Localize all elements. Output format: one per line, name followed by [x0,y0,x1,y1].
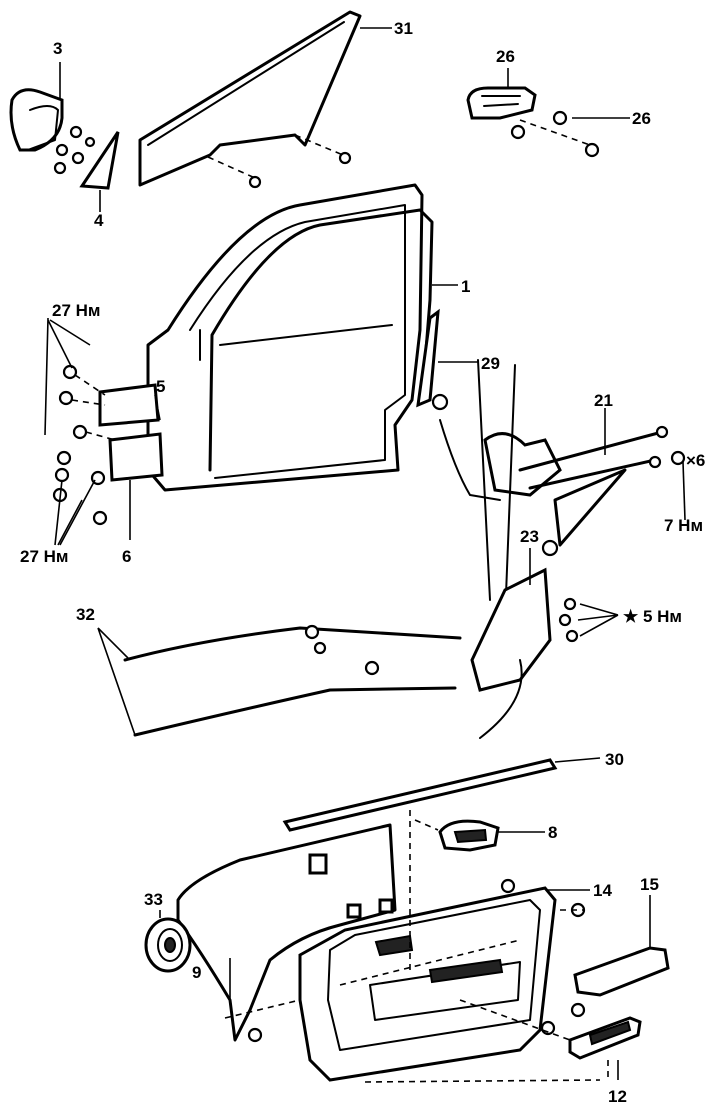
part-glass-run-channel [416,308,478,411]
callout-x6: ×6 [686,451,705,470]
callout-3: 3 [53,39,62,58]
part-door-trim-panel [176,810,590,1082]
part-inner-handle [414,819,545,894]
callout-7nm: 7 Нм [664,516,703,535]
part-door-frame [146,183,458,492]
callout-6: 6 [122,547,131,566]
callout-1: 1 [461,277,470,296]
callout-26-right: 26 [632,109,651,128]
callout-27nm-top: 27 Нм [52,301,101,320]
callout-27nm-bottom: 27 Нм [20,547,69,566]
part-side-mirror [9,62,96,175]
part-window-switch-panel [364,999,642,1083]
callout-star-5nm: ★ 5 Нм [623,607,682,626]
callout-31: 31 [394,19,413,38]
part-armrest [573,895,670,997]
callout-21: 21 [594,391,613,410]
callout-8: 8 [548,823,557,842]
callout-4: 4 [94,211,104,230]
callout-30: 30 [605,750,624,769]
callout-23: 23 [520,527,539,546]
callout-29: 29 [481,354,500,373]
part-window-regulator [439,408,686,557]
part-door-hinges [44,317,164,546]
callout-5: 5 [156,377,165,396]
part-door-lock [470,359,619,739]
part-corner-trim [79,131,120,212]
callout-12: 12 [608,1087,627,1106]
callout-26-top: 26 [496,47,515,66]
part-speaker [144,910,192,973]
part-window-glass [138,10,392,189]
part-outer-handle [466,68,630,158]
callout-14: 14 [593,881,612,900]
callout-32: 32 [76,605,95,624]
callout-33: 33 [144,890,163,909]
callout-9: 9 [192,963,201,982]
callout-15: 15 [640,875,659,894]
part-control-rods [97,624,462,737]
part-belt-weatherstrip [282,757,601,832]
